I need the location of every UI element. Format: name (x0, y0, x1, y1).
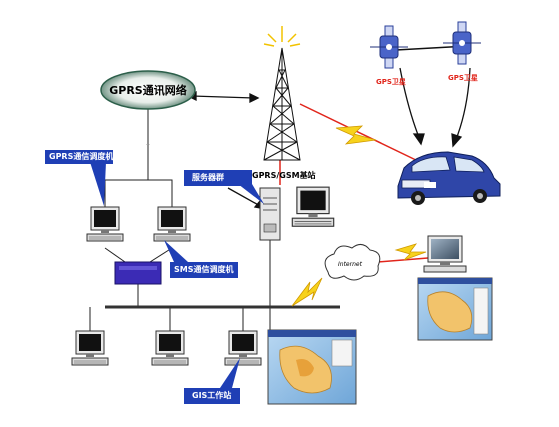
remote-terminal-icon (423, 235, 467, 273)
internet-cloud-icon (324, 244, 381, 281)
gprs-dispatcher-label: GPRS通信调度机 (49, 152, 114, 161)
arrow-head-icon (412, 133, 425, 146)
map-window-icon (267, 329, 357, 405)
workstation-icon (151, 330, 189, 366)
lightning-icon (291, 277, 323, 307)
callout-sms-dispatcher (164, 240, 238, 278)
workstation-icon (71, 330, 109, 366)
workstation-icon (86, 206, 124, 242)
small-link-label: ··· (146, 142, 150, 147)
lightning-icon (394, 243, 427, 261)
callout-gprs-dispatcher (45, 150, 113, 206)
tower-signal-icon (263, 26, 301, 47)
server-icon (259, 187, 281, 241)
satellite-icon (443, 21, 481, 65)
gprs-cloud-icon (100, 70, 196, 110)
link-pc1-switch (104, 247, 126, 263)
gprs-network-label: GPRS通讯网络 (109, 83, 186, 97)
workstation-icon (291, 186, 335, 227)
link-pc2-switch (149, 247, 173, 263)
internet-label: Internet (338, 261, 363, 268)
map-window-icon (417, 277, 493, 341)
car-icon (397, 151, 501, 205)
sms-dispatcher-label: SMS通信调度机 (174, 265, 234, 274)
switch-icon (114, 261, 162, 285)
arrow-head-icon (249, 92, 260, 104)
server-label: 服务器群 (192, 173, 224, 182)
satellite-icon (370, 25, 408, 69)
callout-server (184, 170, 264, 204)
link-bus-top (104, 179, 173, 212)
gis-workstation-label: GIS工作站 (192, 391, 232, 400)
connection-lines (89, 108, 271, 338)
satellite-label: GPS卫星 (448, 73, 478, 82)
lightning-icon (335, 125, 377, 145)
workstation-icon (153, 206, 191, 242)
tower-label: GPRS/GSM基站 (252, 170, 316, 180)
satellite-label: GPS卫星 (376, 77, 406, 86)
arrow-head-icon (451, 133, 463, 148)
workstation-icon (224, 330, 262, 366)
tower-icon (263, 47, 301, 161)
callout-gis-workstation (184, 358, 240, 404)
